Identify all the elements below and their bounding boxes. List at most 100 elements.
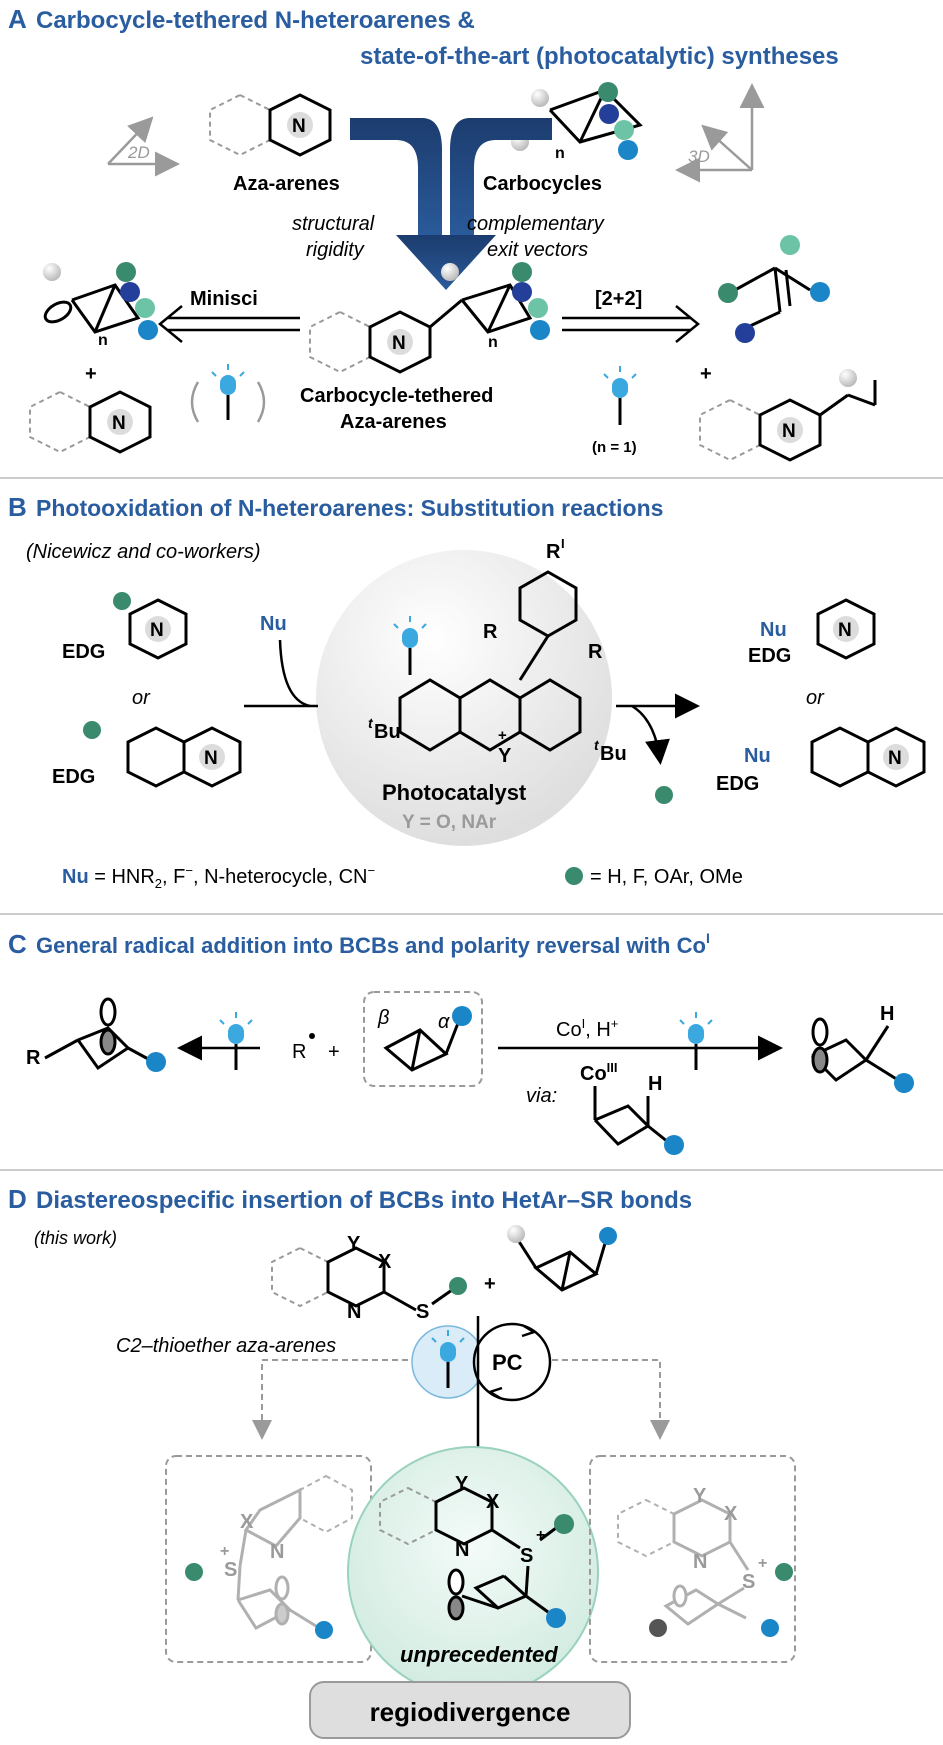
light-bulb-icon-5: [679, 1012, 713, 1070]
label-photocatalyst: Photocatalyst: [382, 780, 527, 805]
green-dot-legend: [565, 867, 583, 885]
label-s-d: S: [416, 1301, 429, 1323]
label-n-d: N: [347, 1301, 361, 1323]
label-plus-left: +: [85, 363, 97, 385]
label-r-product: R: [26, 1047, 41, 1069]
label-edg-4: EDG: [716, 773, 759, 795]
radical-dot: [309, 1033, 315, 1039]
pc-cycle-arrow-bottom: [487, 1386, 503, 1400]
label-structural-1: structural: [292, 213, 375, 235]
svg-text:N: N: [204, 748, 218, 769]
label-h-product: H: [880, 1003, 894, 1025]
carbocycle-tethered-aza-arene-structure: N: [309, 262, 550, 374]
label-y-d: Y: [347, 1233, 361, 1255]
label-r-left: R: [483, 621, 498, 643]
label-y-center: Y: [455, 1473, 469, 1495]
pc-cycle-arrow-top: [521, 1324, 537, 1338]
aza-arene-structure: N: [209, 93, 332, 157]
label-y-right: Y: [693, 1485, 707, 1507]
section-a: A Carbocycle-tethered N-heteroarenes & s…: [8, 4, 877, 462]
merge-arrow: [350, 118, 552, 290]
cobalt-intermediate: CoIII: [580, 1060, 618, 1085]
pyridine-reactant-structure: N: [113, 592, 188, 660]
label-nu-prod-1: Nu: [760, 619, 787, 641]
left-green-dot: [185, 1563, 203, 1581]
center-blue-dot: [546, 1608, 566, 1628]
label-plus-right: +: [700, 363, 712, 385]
label-s-right: S: [742, 1571, 755, 1593]
section-d: D Diastereospecific insertion of BCBs in…: [8, 1184, 796, 1739]
svg-text:N: N: [292, 116, 306, 137]
aza-arene-left-structure: N: [29, 390, 152, 454]
section-a-title-line2: state-of-the-art (photocatalytic) synthe…: [360, 43, 839, 70]
label-rl: R: [546, 541, 561, 563]
label-or-2: or: [806, 687, 825, 709]
label-rl-sup: I: [561, 536, 565, 551]
dot-definition: = H, F, OAr, OMe: [590, 866, 743, 888]
unprecedented-product-structure: [379, 1486, 557, 1621]
photocatalyst-sphere: [316, 550, 612, 846]
label-exit-2: exit vectors: [487, 239, 588, 261]
label-n-top: n: [555, 145, 565, 162]
branch-arrows: [252, 1359, 670, 1440]
label-s-center: S: [520, 1545, 533, 1567]
label-n-equals-1: (n = 1): [592, 439, 637, 456]
label-plus-right-d: +: [758, 1555, 767, 1572]
svg-text:N: N: [888, 748, 902, 769]
section-b-letter: B: [8, 492, 27, 522]
svg-text:N: N: [392, 333, 406, 354]
label-h-intermediate: H: [648, 1073, 662, 1095]
label-plus-left-d: +: [220, 1543, 229, 1560]
label-n-right: N: [693, 1551, 707, 1573]
section-c-title: General radical addition into BCBs and p…: [36, 930, 710, 958]
label-thioether: C2–thioether aza-arenes: [116, 1335, 336, 1357]
label-tbu-left-t: t: [368, 715, 374, 731]
acridinium-structure: [398, 570, 582, 752]
center-green-dot: [554, 1514, 574, 1534]
label-x-d: X: [378, 1251, 392, 1273]
section-b-title: Photooxidation of N-heteroarenes: Substi…: [36, 495, 663, 521]
light-bulb-icon-2: [603, 366, 637, 425]
left-alternative-box: [165, 1455, 372, 1663]
svg-text:N: N: [112, 413, 126, 434]
label-plus-c: +: [328, 1041, 340, 1063]
section-c: C General radical addition into BCBs and…: [8, 929, 914, 1155]
light-bulb-icon-3: [393, 616, 427, 675]
thioether-reagent-structure: [271, 1246, 467, 1312]
label-structural-2: rigidity: [306, 239, 365, 261]
right-gray-dot: [649, 1619, 667, 1637]
label-edg-2: EDG: [52, 766, 95, 788]
label-unprecedented: unprecedented: [400, 1642, 558, 1667]
label-y: Y: [498, 745, 512, 767]
bcb-box: [363, 991, 483, 1087]
bcb-reagent-structure: [507, 1225, 617, 1292]
light-bulb-icon: [190, 364, 266, 423]
label-via: via:: [526, 1085, 557, 1107]
label-beta: β: [377, 1007, 389, 1029]
vinyl-aza-arene-structure: N: [699, 369, 877, 462]
axes-2d-icon: [107, 116, 180, 177]
label-y-def: Y = O, NAr: [402, 812, 497, 833]
label-x-left: X: [240, 1511, 254, 1533]
minisci-arrow: [158, 305, 300, 343]
label-n-left: N: [270, 1541, 284, 1563]
nu-definition: Nu = HNR2, F−, N-heterocycle, CN−: [62, 863, 375, 891]
section-d-letter: D: [8, 1184, 27, 1214]
label-edg-1: EDG: [62, 641, 105, 663]
label-n-left: n: [98, 332, 108, 349]
bcb-structure: [383, 1006, 472, 1072]
carbocycle-structure: [511, 82, 643, 160]
quinoline-product-structure: N: [810, 726, 926, 788]
label-minisci: Minisci: [190, 288, 258, 310]
label-2d: 2D: [127, 143, 150, 162]
section-d-subtitle: (this work): [34, 1228, 117, 1248]
section-c-letter: C: [8, 929, 27, 959]
section-b-subtitle: (Nicewicz and co-workers): [26, 541, 261, 563]
label-s-left: S: [224, 1559, 237, 1581]
regiodivergence-pill: [309, 1681, 631, 1739]
label-tbu-left: Bu: [374, 721, 401, 743]
cobalt-cyclobutyl-structure: [593, 1086, 684, 1155]
label-2plus2: [2+2]: [595, 288, 642, 310]
label-nu: Nu: [260, 613, 287, 635]
